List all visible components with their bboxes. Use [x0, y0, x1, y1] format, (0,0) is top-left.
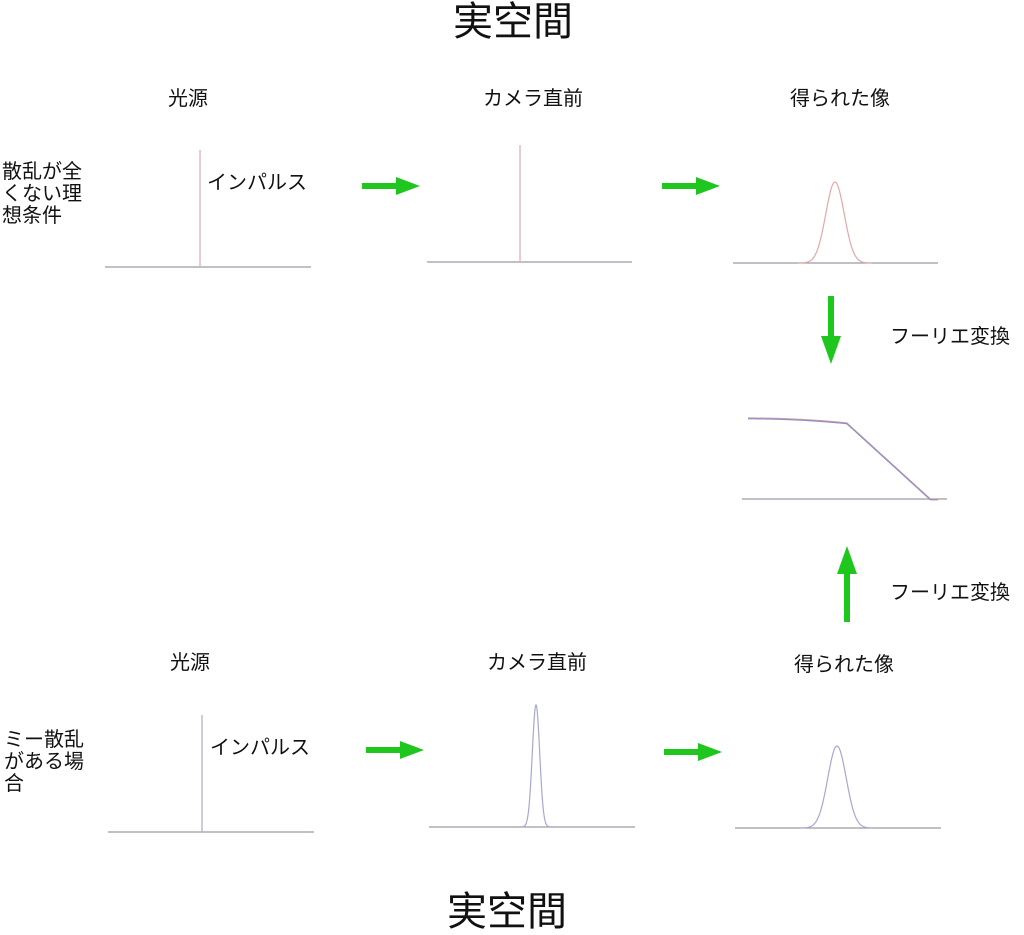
mie-arrow-1-head	[400, 741, 424, 759]
arrow-down-head	[821, 336, 841, 364]
mie-camera-curve	[521, 703, 551, 828]
ideal-arrow-2	[662, 177, 720, 195]
ideal-image-curve	[798, 181, 872, 264]
mie-image-plot	[735, 745, 941, 829]
arrow-up-head	[837, 546, 857, 574]
mtf-plot	[742, 417, 947, 501]
arrow-up-fourier	[837, 546, 857, 622]
ideal-arrow-1	[362, 177, 420, 195]
mie-stage-label-image: 得られた像	[794, 652, 894, 676]
title-real-space-top: 実空間	[453, 0, 573, 45]
fourier-label-up: フーリエ変換	[890, 580, 1010, 604]
ideal-row-label: 散乱が全くない理想条件	[2, 159, 82, 227]
mtf-curve-red	[748, 417, 938, 500]
mie-stage-label-camera: カメラ直前	[487, 650, 587, 674]
mie-image-curve	[799, 745, 875, 829]
ideal-arrow-2-head	[696, 177, 720, 195]
ideal-source-plot	[105, 150, 311, 268]
fourier-label-down: フーリエ変換	[890, 324, 1010, 348]
arrow-down-fourier	[821, 296, 841, 364]
ideal-arrow-1-head	[396, 177, 420, 195]
mie-camera-plot	[429, 703, 635, 828]
mie-arrow-2-head	[698, 743, 722, 761]
mie-arrow-1	[366, 741, 424, 759]
mtf-curve-blue	[748, 418, 938, 501]
ideal-image-plot	[733, 181, 938, 264]
ideal-impulse-label: インパルス	[207, 170, 307, 194]
ideal-stage-label-source: 光源	[168, 86, 208, 110]
mie-impulse-label: インパルス	[210, 735, 310, 759]
mie-row-label: ミー散乱がある場合	[4, 727, 84, 795]
title-real-space-bottom: 実空間	[447, 889, 567, 935]
mie-stage-label-source: 光源	[170, 650, 210, 674]
mie-source-plot	[108, 715, 314, 833]
ideal-stage-label-camera: カメラ直前	[483, 86, 583, 110]
mie-arrow-2	[664, 743, 722, 761]
ideal-camera-plot	[427, 145, 632, 263]
ideal-stage-label-image: 得られた像	[790, 86, 890, 110]
